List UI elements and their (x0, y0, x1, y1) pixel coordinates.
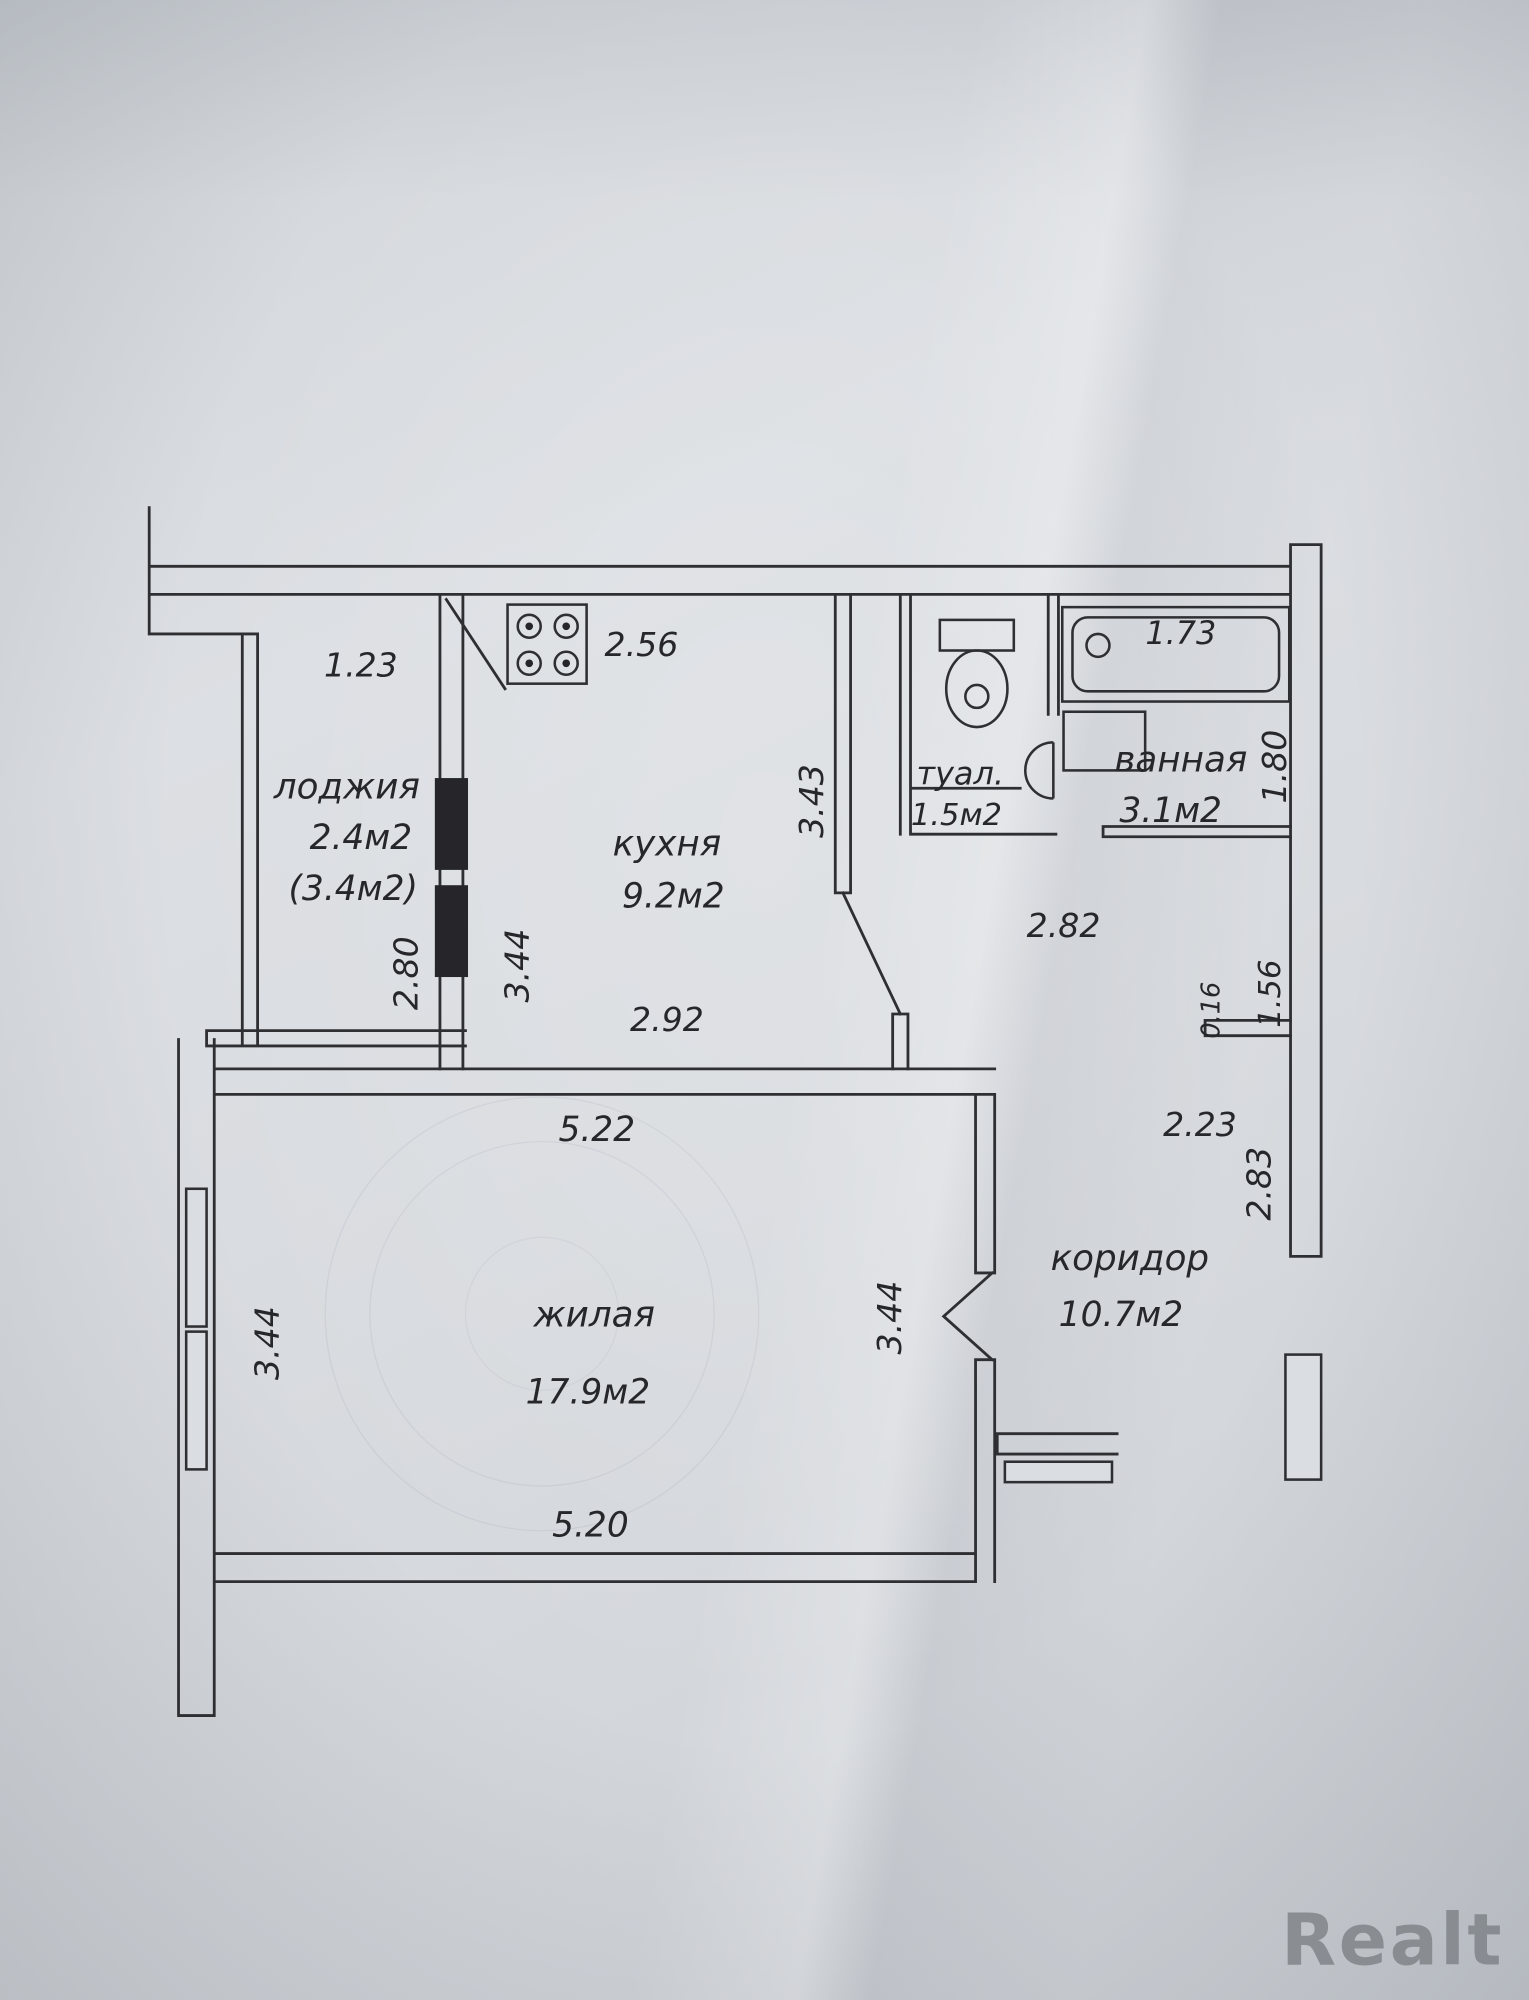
kitchen-right-wall-and-door (833, 592, 910, 1071)
toilet-icon (938, 618, 1016, 729)
fixtures (506, 603, 1291, 800)
living-room-walls (177, 1038, 997, 1717)
balcony-door-swing (444, 597, 507, 691)
dim-niche-stub: 0.16 (1197, 982, 1227, 1039)
washbasin-cabinet-icon (1062, 710, 1147, 772)
window-block-lower (434, 885, 469, 978)
stamp-outer-circle (324, 1096, 760, 1532)
stamp-inner-circle (464, 1236, 620, 1391)
room-label-living: жилая (532, 1294, 655, 1335)
sink-icon (1024, 741, 1055, 800)
room-area-loggia: 2.4м2 (310, 818, 413, 858)
dim-living-left: 3.44 (248, 1306, 287, 1380)
room-label-loggia: лоджия (273, 766, 420, 807)
dim-hall-niche-width: 2.23 (1163, 1105, 1237, 1144)
room-area-corridor: 10.7м2 (1059, 1295, 1184, 1335)
dim-niche-right: 1.56 (1253, 960, 1288, 1028)
room-label-bathroom: ванная (1114, 739, 1247, 780)
room-label-toilet: туал. (917, 755, 1004, 793)
stove-icon (506, 603, 588, 685)
toilet-walls (898, 592, 1058, 836)
dim-living-right: 3.44 (870, 1281, 909, 1355)
room-area-alt-loggia: (3.4м2) (289, 869, 418, 909)
dim-kitchen-top: 2.56 (605, 625, 679, 664)
stamp-watermark (324, 1096, 760, 1532)
dim-loggia-wall: 3.44 (498, 929, 537, 1003)
window-block-upper (434, 778, 469, 870)
dim-bath-right: 1.80 (1255, 730, 1294, 804)
entrance-door-leaf (1003, 1460, 1114, 1484)
dim-kitchen-bottom: 2.92 (630, 1000, 704, 1039)
dim-kitchen-right: 3.43 (792, 764, 831, 838)
outer-top-and-right-walls (147, 506, 1323, 1258)
room-label-corridor: коридор (1051, 1238, 1209, 1279)
entrance-door-block (1284, 1353, 1323, 1481)
loggia-walls (205, 632, 467, 1048)
dim-living-top: 5.22 (558, 1110, 635, 1150)
corridor-entrance-walls (995, 1432, 1119, 1456)
dim-hall-right: 2.83 (1240, 1147, 1279, 1221)
dim-bathtub: 1.73 (1145, 614, 1216, 652)
room-label-kitchen: кухня (613, 824, 722, 865)
labels: 1.23 2.56 1.73 лоджия 2.4м2 (3.4м2) 2.80… (248, 614, 1294, 1545)
dim-hall-top: 2.82 (1027, 906, 1101, 945)
dim-loggia-width: 1.23 (324, 646, 398, 685)
room-area-living: 17.9м2 (526, 1373, 651, 1413)
dim-living-bottom: 5.20 (552, 1505, 629, 1545)
stamp-middle-circle (369, 1140, 715, 1487)
bathroom-walls-and-niche (1046, 592, 1292, 1038)
room-area-bathroom: 3.1м2 (1119, 791, 1222, 831)
room-area-kitchen: 9.2м2 (622, 876, 725, 916)
bathtub-icon (1060, 605, 1291, 703)
dim-loggia-height: 2.80 (387, 936, 426, 1010)
realt-logo-watermark: Realt (1281, 1899, 1504, 1982)
walls (147, 506, 1323, 1717)
living-window-lower (184, 1330, 208, 1471)
living-window-upper (184, 1187, 208, 1328)
room-area-toilet: 1.5м2 (911, 798, 1002, 833)
